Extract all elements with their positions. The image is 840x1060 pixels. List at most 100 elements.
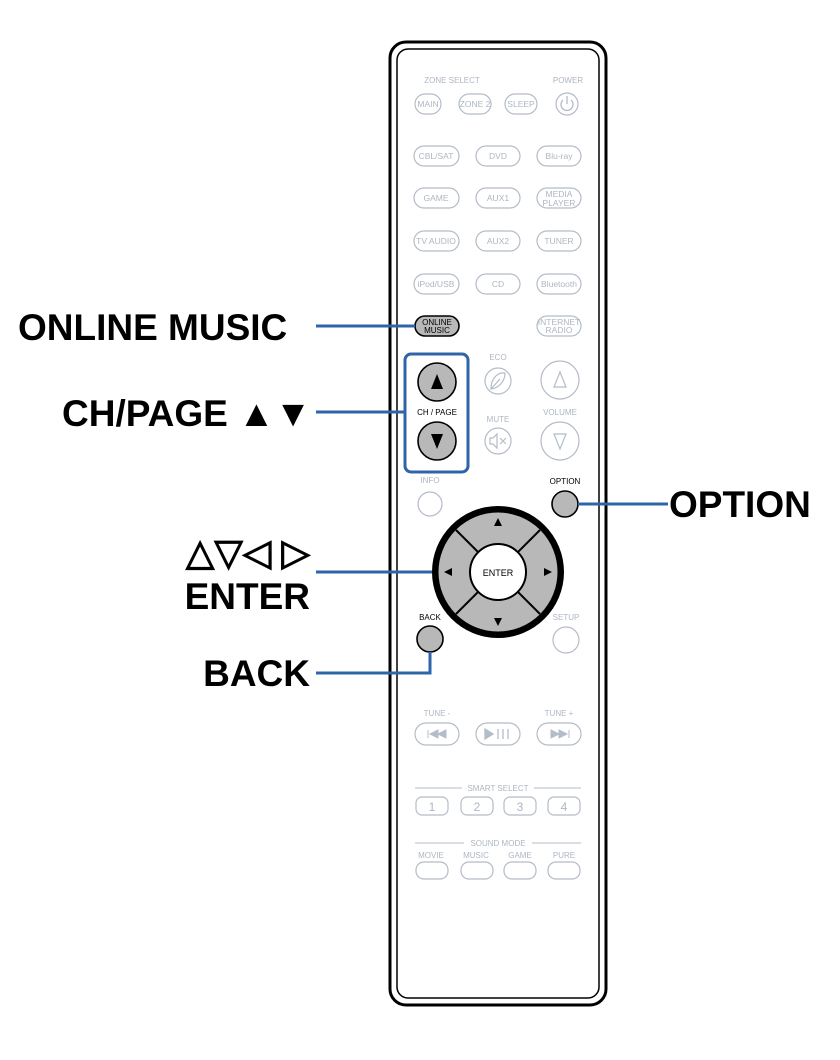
svg-text:2: 2 [474, 800, 481, 814]
setup-label: SETUP [553, 613, 580, 622]
dvd-button[interactable]: DVD [475, 145, 521, 167]
online-music-button[interactable]: ONLINE MUSIC [414, 315, 460, 337]
cd-button[interactable]: CD [475, 273, 521, 295]
skip-forward-icon [550, 729, 570, 739]
svg-text:ONLINE: ONLINE [422, 318, 452, 327]
sound-mode-label: SOUND MODE [470, 839, 525, 848]
svg-text:GAME: GAME [423, 193, 448, 203]
volume-up-icon [553, 370, 567, 388]
svg-text:INTERNET: INTERNET [538, 317, 581, 327]
svg-text:MAIN: MAIN [417, 99, 438, 109]
dpad-up-icon[interactable] [494, 518, 502, 526]
power-button[interactable] [555, 92, 579, 116]
cbl-sat-button[interactable]: CBL/SAT [413, 145, 460, 167]
movie-button[interactable] [415, 861, 449, 880]
smart-select-1-button[interactable]: 1 [415, 796, 449, 816]
svg-text:AUX2: AUX2 [487, 236, 509, 246]
arrows-callout: △▽◁ ▷ [185, 532, 312, 573]
info-button[interactable] [417, 491, 443, 517]
movie-label: MOVIE [418, 851, 444, 860]
svg-text:Blu-ray: Blu-ray [546, 151, 574, 161]
music-label: MUSIC [463, 851, 489, 860]
svg-text:CBL/SAT: CBL/SAT [419, 151, 454, 161]
mute-label: MUTE [487, 415, 510, 424]
mute-button[interactable] [484, 427, 512, 455]
smart-select-2-button[interactable]: 2 [460, 796, 494, 816]
svg-text:4: 4 [561, 800, 568, 814]
game-label: GAME [508, 851, 532, 860]
volume-down-icon [553, 433, 567, 451]
back-button[interactable] [416, 625, 444, 653]
info-label: INFO [420, 476, 439, 485]
svg-text:PLAYER: PLAYER [543, 198, 576, 208]
music-button[interactable] [460, 861, 494, 880]
option-callout: OPTION [669, 484, 811, 525]
power-icon [560, 99, 574, 112]
sleep-button[interactable]: SLEEP [504, 93, 538, 115]
svg-text:Bluetooth: Bluetooth [541, 279, 577, 289]
svg-text:ZONE 2: ZONE 2 [460, 99, 491, 109]
svg-text:iPod/USB: iPod/USB [418, 279, 455, 289]
ch-page-label: CH / PAGE [417, 408, 457, 417]
ch-page-callout: CH/PAGE ▲▼ [62, 393, 311, 434]
internet-radio-button[interactable]: INTERNET RADIO [536, 315, 582, 337]
back-leader [316, 652, 432, 675]
back-label: BACK [419, 613, 441, 622]
ch-page-down-button[interactable] [417, 421, 457, 461]
tuner-button[interactable]: TUNER [536, 230, 582, 252]
eco-label: ECO [489, 353, 506, 362]
skip-back-icon [427, 729, 447, 739]
media-player-button[interactable]: MEDIA PLAYER [536, 187, 582, 209]
aux2-button[interactable]: AUX2 [475, 230, 521, 252]
online-music-callout: ONLINE MUSIC [18, 307, 287, 348]
svg-text:1: 1 [429, 800, 436, 814]
setup-button[interactable] [552, 626, 580, 654]
eco-button[interactable] [484, 367, 512, 395]
smart-select-3-button[interactable]: 3 [503, 796, 537, 816]
game-source-button[interactable]: GAME [413, 187, 460, 209]
tv-audio-button[interactable]: TV AUDIO [413, 230, 460, 252]
zone-select-label: ZONE SELECT [424, 76, 480, 85]
smart-select-4-button[interactable]: 4 [547, 796, 581, 816]
main-button[interactable]: MAIN [414, 93, 442, 115]
option-button[interactable] [551, 490, 579, 518]
ipod-usb-button[interactable]: iPod/USB [413, 273, 460, 295]
leaf-icon [490, 372, 506, 390]
ch-page-up-button[interactable] [417, 362, 457, 402]
bluray-button[interactable]: Blu-ray [536, 145, 582, 167]
dpad-down-icon[interactable] [494, 618, 502, 626]
enter-button[interactable]: ENTER [469, 543, 527, 601]
svg-text:SLEEP: SLEEP [507, 99, 535, 109]
game-mode-button[interactable] [503, 861, 537, 880]
play-pause-icon [484, 727, 509, 741]
svg-text:3: 3 [517, 800, 524, 814]
dpad-left-icon[interactable] [444, 568, 452, 576]
volume-down-button[interactable] [540, 421, 580, 461]
svg-text:AUX1: AUX1 [487, 193, 509, 203]
skip-forward-button[interactable] [536, 722, 582, 746]
option-label: OPTION [550, 477, 581, 486]
svg-text:TUNER: TUNER [544, 236, 573, 246]
zone2-button[interactable]: ZONE 2 [458, 93, 492, 115]
mute-icon [489, 432, 507, 450]
svg-text:MUSIC: MUSIC [424, 326, 450, 335]
svg-text:DVD: DVD [489, 151, 507, 161]
pure-button[interactable] [547, 861, 581, 880]
up-arrow-icon [431, 374, 443, 389]
pure-label: PURE [553, 851, 575, 860]
tune-plus-label: TUNE + [545, 709, 574, 718]
power-label: POWER [553, 76, 583, 85]
bluetooth-button[interactable]: Bluetooth [536, 273, 582, 295]
aux1-button[interactable]: AUX1 [475, 187, 521, 209]
play-pause-button[interactable] [475, 722, 521, 746]
tune-minus-label: TUNE - [424, 709, 451, 718]
enter-callout: ENTER [185, 576, 310, 617]
svg-text:ENTER: ENTER [483, 568, 514, 578]
volume-up-button[interactable] [540, 360, 580, 400]
back-callout: BACK [203, 653, 310, 694]
down-arrow-icon [431, 434, 443, 449]
volume-label: VOLUME [543, 408, 577, 417]
dpad-right-icon[interactable] [544, 568, 552, 576]
skip-back-button[interactable] [414, 722, 460, 746]
